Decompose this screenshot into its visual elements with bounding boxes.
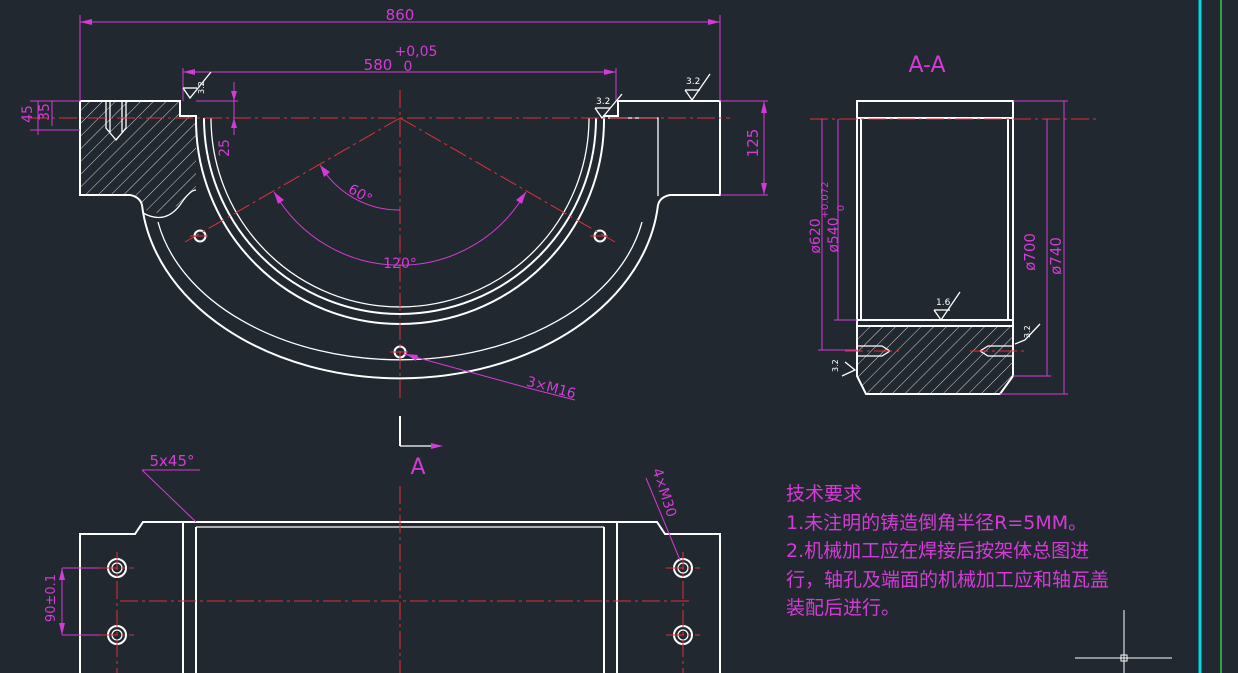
roughness-1-6: 1.6 — [936, 298, 951, 308]
dim-860: 860 — [386, 6, 415, 24]
section-marker: A — [399, 416, 443, 480]
notes-line-2: 2.机械加工应在焊接后按架体总图进 — [786, 540, 1090, 562]
dim-25: 25 — [217, 139, 233, 157]
section-a-a: A-A — [810, 53, 1100, 395]
dim-dia740: ø740 — [1047, 237, 1065, 275]
roughness-3-2-d: 3.2 — [1023, 325, 1032, 338]
dim-580-tol-upper: +0,05 — [395, 44, 438, 60]
notes-heading: 技术要求 — [786, 483, 863, 505]
roughness-3-2-c: 3.2 — [686, 77, 700, 87]
dim-90: 90±0.1 — [44, 574, 59, 622]
label-3xm16: 3×M16 — [525, 374, 578, 403]
section-marker-label: A — [410, 455, 425, 480]
notes-line-3: 行，轴孔及端面的机械加工应和轴瓦盖 — [786, 568, 1110, 591]
dim-angle-120: 120° — [383, 256, 417, 272]
top-view-dimensions: 5x45° 4×M30 90±0.1 — [44, 452, 681, 636]
technical-requirements: 技术要求 1.未注明的铸造倒角半径R=5MM。 2.机械加工应在焊接后按架体总图… — [786, 480, 1109, 623]
dim-dia540-tol-lower: 0 — [836, 205, 847, 211]
roughness-symbols-front: 3.2 3.2 3.2 — [182, 71, 711, 120]
dim-dia540: ø540 — [826, 217, 842, 252]
notes-line-1: 1.未注明的铸造倒角半径R=5MM。 — [786, 511, 1088, 534]
roughness-3-2-b: 3.2 — [596, 97, 610, 107]
section-dimensions: ø620 ø540 +0.072 0 ø700 ø740 1.6 3.2 3.2 — [808, 100, 1068, 395]
front-view — [30, 90, 730, 400]
section-title: A-A — [908, 53, 945, 78]
dim-580-tol-lower: 0 — [404, 59, 413, 75]
roughness-3-2-e: 3.2 — [831, 359, 840, 372]
dim-125: 125 — [744, 129, 762, 158]
dim-dia700: ø700 — [1021, 233, 1039, 271]
dim-dia540-tol-upper: +0.072 — [820, 181, 831, 218]
dim-dia620: ø620 — [808, 218, 824, 253]
crosshair-cursor-icon — [1075, 610, 1172, 673]
label-chamfer: 5x45° — [149, 452, 194, 470]
notes-line-4: 装配后进行。 — [786, 597, 901, 619]
label-4xm30: 4×M30 — [648, 466, 679, 519]
top-view — [79, 486, 721, 673]
dim-45: 45 — [20, 105, 36, 123]
front-view-dimensions: 860 580 +0,05 0 45 35 25 125 60° — [20, 6, 768, 402]
roughness-3-2-a: 3.2 — [197, 81, 206, 94]
dim-angle-60: 60° — [345, 181, 375, 207]
dim-35: 35 — [37, 103, 53, 121]
dim-580: 580 — [364, 56, 393, 74]
